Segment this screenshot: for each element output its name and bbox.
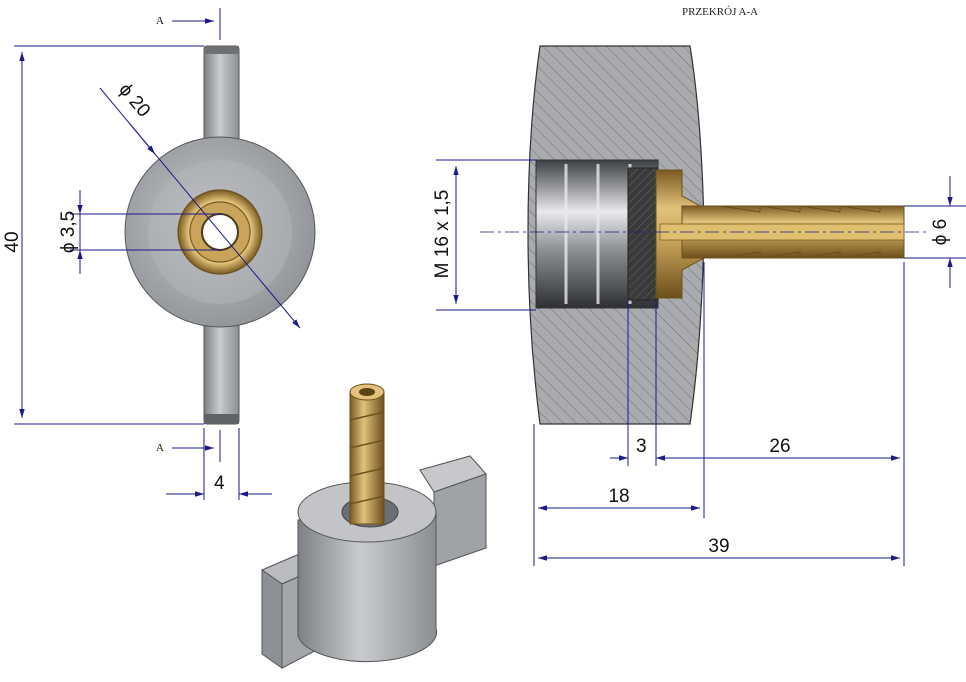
dim-outer-diameter: ϕ 20 [114, 80, 154, 122]
nozzle-barbs [719, 205, 881, 259]
lower-wing-edge [204, 414, 239, 424]
dim-total-length: 39 [708, 536, 729, 557]
diameter-arrow-start [129, 123, 156, 155]
dim-insert-depth: 3 [636, 436, 647, 457]
dim-thread: M 16 x 1,5 [432, 190, 453, 279]
insert-flange [627, 167, 659, 301]
dim-height: 40 [2, 231, 23, 252]
upper-wing-edge [204, 46, 239, 54]
iso-body-side [297, 511, 438, 663]
iso-nozzle-bore [359, 388, 375, 396]
dim-tube-diameter: ϕ 6 [930, 219, 951, 246]
iso-left-wing-face [261, 569, 283, 669]
dim-hole-diameter: ϕ 3,5 [58, 211, 79, 253]
iso-nozzle [349, 391, 385, 525]
section-marker-bottom: A [156, 442, 164, 454]
section-marker-top: A [156, 15, 164, 27]
section-view: PRZEKRÓJ A-A M 16 x 1,5 ϕ 6 3 26 18 39 [432, 6, 966, 566]
dim-nut-length: 18 [608, 486, 629, 507]
iso-nozzle-barbs [349, 411, 385, 505]
front-view: A A 40 ϕ 3,5 ϕ 20 4 [2, 8, 316, 500]
section-title: PRZEKRÓJ A-A [682, 6, 758, 18]
isometric-view [260, 383, 487, 669]
dim-wing-thickness: 4 [214, 473, 225, 494]
dim-nozzle-length: 26 [769, 436, 790, 457]
